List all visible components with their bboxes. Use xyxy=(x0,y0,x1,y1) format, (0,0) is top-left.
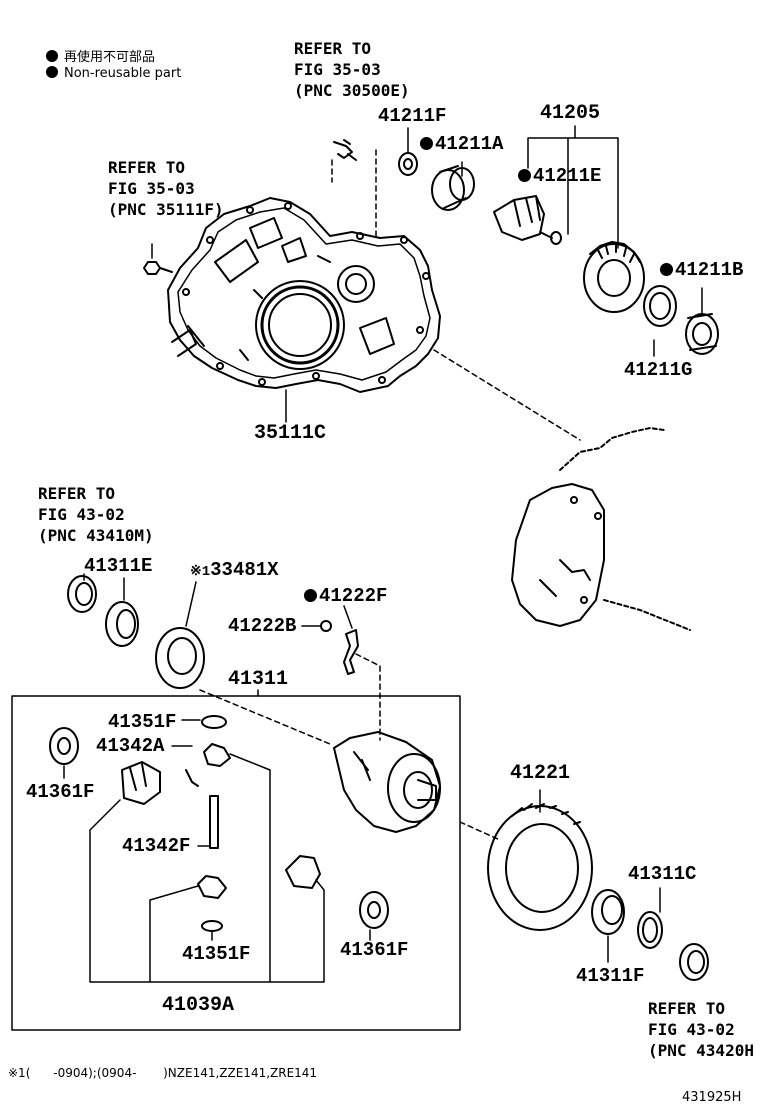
refer-line: FIG 35-03 xyxy=(294,60,381,79)
transmission-case-drawing xyxy=(167,197,441,393)
refer-line: FIG 35-03 xyxy=(108,179,195,198)
transaxle-housing-fragment-drawing xyxy=(511,427,691,631)
part-label-41211b[interactable]: 41211B xyxy=(660,260,743,280)
legend-nonreusable-en: Non-reusable part xyxy=(46,66,181,81)
seal-41311c-drawing xyxy=(637,911,663,949)
refer-block-35111f: REFER TO FIG 35-03 (PNC 35111F) xyxy=(108,157,224,220)
bearing-41311f-drawing xyxy=(591,889,625,935)
refer-line: (PNC 30500E) xyxy=(294,81,410,100)
legend-nonreusable-jp: 再使用不可部品 xyxy=(46,46,155,65)
nonreusable-dot-icon xyxy=(304,589,317,602)
refer-block-43410m: REFER TO FIG 43-02 (PNC 43410M) xyxy=(38,483,154,546)
refer-line: REFER TO xyxy=(38,484,116,503)
refer-line: (PNC 35111F) xyxy=(108,200,224,219)
bearing-race-41311e-drawing xyxy=(105,601,139,647)
nonreusable-dot-icon xyxy=(420,137,433,150)
part-number: 33481X xyxy=(210,559,279,581)
refer-line: FIG 43-02 xyxy=(648,1020,735,1039)
part-label-41211f[interactable]: 41211F xyxy=(378,105,447,127)
refer-line: REFER TO xyxy=(648,999,726,1018)
part-label-41205[interactable]: 41205 xyxy=(540,102,601,125)
lock-plate-41222f-drawing xyxy=(343,629,359,675)
part-label-41361f-left[interactable]: 41361F xyxy=(26,781,95,803)
bearing-41211a-drawing xyxy=(431,165,475,211)
refer-line: (PNC 43410M) xyxy=(38,526,154,545)
leader-lines xyxy=(63,125,703,983)
washer-41211f-drawing xyxy=(398,152,418,176)
ring-gear-41221-drawing xyxy=(487,803,593,931)
part-number: 41211E xyxy=(533,165,602,187)
differential-kit-box xyxy=(11,695,461,1031)
part-label-41311[interactable]: 41311 xyxy=(228,668,289,691)
case-bolt-upper-drawing xyxy=(333,139,357,161)
part-label-41211e[interactable]: 41211E xyxy=(518,166,601,186)
refer-line: REFER TO xyxy=(108,158,186,177)
oil-seal-33481x-drawing xyxy=(155,627,205,689)
part-label-41222b[interactable]: 41222B xyxy=(228,615,297,637)
part-label-41039a[interactable]: 41039A xyxy=(162,994,235,1017)
part-label-41342f[interactable]: 41342F xyxy=(122,835,191,857)
refer-line: REFER TO xyxy=(294,39,372,58)
nonreusable-dot-icon xyxy=(46,50,58,62)
part-label-41351f-lower[interactable]: 41351F xyxy=(182,943,251,965)
ring-gear-41205-drawing xyxy=(583,241,645,313)
part-number: 41211B xyxy=(675,259,744,281)
dashed-alignment-lines xyxy=(199,149,581,841)
part-label-41361f-right[interactable]: 41361F xyxy=(340,939,409,961)
part-label-35111c[interactable]: 35111C xyxy=(254,422,327,445)
refer-line: FIG 43-02 xyxy=(38,505,125,524)
kit-parts-drawing xyxy=(49,715,389,932)
bearing-43420h-drawing xyxy=(679,943,709,981)
case-bolt-left-drawing xyxy=(143,261,173,275)
bearing-41211b-drawing xyxy=(685,313,719,355)
part-number: 41222F xyxy=(319,585,388,607)
footnote-applicability: ※1( -0904);(0904- )NZE141,ZZE141,ZRE141 xyxy=(8,1066,318,1080)
nonreusable-dot-icon xyxy=(46,66,58,78)
nonreusable-dot-icon xyxy=(660,263,673,276)
part-label-41311f[interactable]: 41311F xyxy=(576,965,645,987)
differential-case-drawing xyxy=(333,731,441,833)
part-label-41342a[interactable]: 41342A xyxy=(96,735,165,757)
seal-41211g-drawing xyxy=(643,285,677,327)
bolt-41222b-drawing xyxy=(320,620,332,632)
figure-id: 431925H xyxy=(682,1090,742,1105)
nonreusable-dot-icon xyxy=(518,169,531,182)
legend-jp-text: 再使用不可部品 xyxy=(64,50,156,65)
part-label-41351f-upper[interactable]: 41351F xyxy=(108,711,177,733)
part-label-41211a[interactable]: 41211A xyxy=(420,134,503,154)
part-label-41211g[interactable]: 41211G xyxy=(624,359,693,381)
bearing-41311e-drawing xyxy=(67,575,97,613)
part-label-41311e[interactable]: 41311E xyxy=(84,555,153,577)
legend-en-text: Non-reusable part xyxy=(64,66,182,81)
drive-pinion-41205-drawing xyxy=(493,195,562,245)
part-label-41222f[interactable]: 41222F xyxy=(304,586,387,606)
footnote-mark: ※1 xyxy=(190,564,211,580)
part-label-41311c[interactable]: 41311C xyxy=(628,863,697,885)
part-number: 41211A xyxy=(435,133,504,155)
refer-block-43420h: REFER TO FIG 43-02 (PNC 43420H xyxy=(648,998,754,1061)
refer-block-30500e: REFER TO FIG 35-03 (PNC 30500E) xyxy=(294,38,410,101)
refer-line: (PNC 43420H xyxy=(648,1041,754,1060)
part-label-41221[interactable]: 41221 xyxy=(510,762,571,785)
part-label-33481x[interactable]: ※133481X xyxy=(190,560,279,582)
